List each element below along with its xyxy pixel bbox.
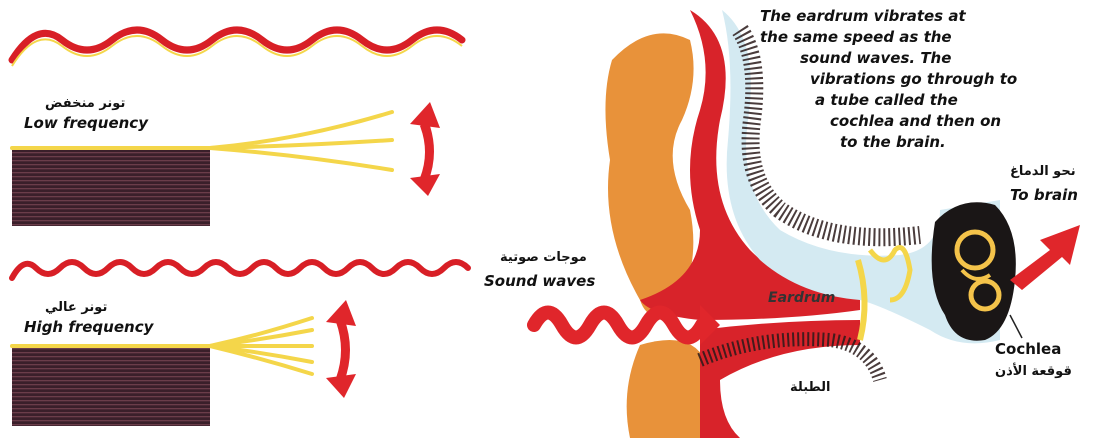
low-frequency-block — [12, 148, 210, 226]
caption-line: to the brain. — [760, 132, 1080, 153]
low-frequency-arabic-label: تونر منخفض — [45, 96, 125, 111]
high-vibration-arrow — [326, 300, 356, 398]
cochlea-pointer — [1010, 315, 1022, 338]
caption-line: cochlea and then on — [760, 111, 1080, 132]
caption-line: vibrations go through to — [760, 69, 1080, 90]
to-brain-arabic-label: نحو الدماغ — [1010, 164, 1076, 179]
high-frequency-wave — [12, 262, 468, 278]
eardrum-label: Eardrum — [768, 290, 835, 306]
caption-line: a tube called the — [760, 90, 1080, 111]
low-vibration-arrow — [410, 102, 440, 196]
caption-line: the same speed as the — [760, 27, 1080, 48]
caption-line: The eardrum vibrates at — [760, 6, 1080, 27]
to-brain-label: To brain — [1010, 186, 1078, 204]
caption-line: sound waves. The — [760, 48, 1080, 69]
eardrum-arabic-label: الطبلة — [790, 380, 831, 395]
high-frequency-label: High frequency — [24, 318, 153, 336]
eardrum-caption: The eardrum vibrates at the same speed a… — [760, 6, 1080, 153]
sound-waves-label: Sound waves — [484, 272, 595, 290]
sound-waves-arabic-label: موجات صوتية — [500, 250, 587, 265]
cochlea-arabic-label: قوقعة الأذن — [995, 364, 1072, 379]
to-brain-arrow — [1010, 225, 1080, 290]
cochlea-label: Cochlea — [995, 340, 1061, 358]
high-frequency-block — [12, 346, 210, 426]
high-frequency-arabic-label: تونر عالي — [45, 300, 107, 315]
low-frequency-label: Low frequency — [24, 114, 148, 132]
